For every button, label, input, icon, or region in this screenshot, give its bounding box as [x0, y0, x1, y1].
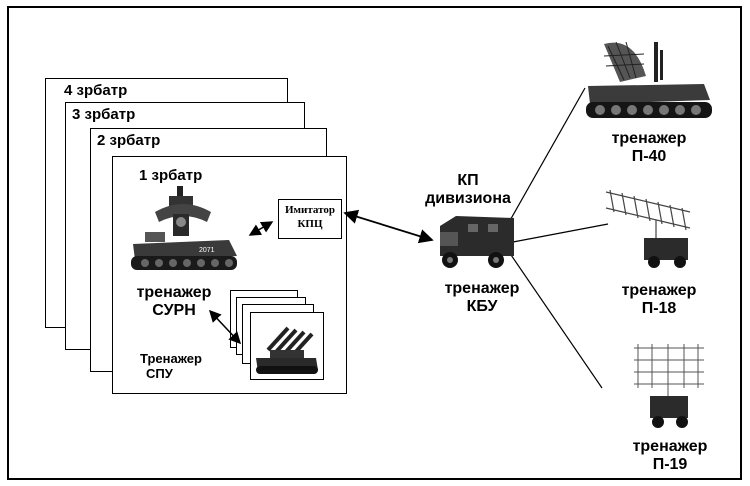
p18-label: тренажер П-18 — [607, 282, 711, 319]
p19-label: тренажер П-19 — [618, 438, 722, 475]
kbu-label-line1: тренажер — [444, 280, 520, 297]
arrow-surn-imitator — [248, 221, 274, 236]
battery-4-label: 4 зрбатр — [64, 82, 128, 99]
imitator-line2: КПЦ — [297, 217, 323, 230]
arrow-imitator-kp — [343, 209, 434, 244]
p18-radar-picture — [605, 189, 691, 268]
surn-vehicle-picture: 2071 — [131, 186, 237, 270]
kbu-label-line2: КБУ — [466, 298, 498, 316]
p19-label-line1: тренажер — [632, 438, 708, 455]
p40-label: тренажер П-40 — [597, 130, 701, 167]
surn-label-line1: тренажер — [136, 284, 212, 301]
p40-radar-picture — [586, 41, 712, 118]
battery-1-label: 1 зрбатр — [139, 167, 203, 184]
link-kp-p19 — [508, 251, 603, 389]
p19-radar-picture — [634, 344, 704, 428]
battery-3-label: 3 зрбатр — [72, 106, 136, 123]
kbu-label: тренажер КБУ — [430, 280, 534, 317]
link-kp-p18 — [512, 223, 609, 243]
spu-label-line1: Тренажер — [140, 351, 202, 366]
kp-label-line2: дивизиона — [425, 190, 511, 208]
spu-label: Тренажер СПУ — [140, 351, 224, 382]
vehicle-plate: 2071 — [199, 247, 215, 254]
spu-label-line2: СПУ — [146, 365, 173, 381]
surn-label: тренажер СУРН — [122, 284, 226, 321]
kp-label-line1: КП — [457, 172, 479, 189]
spu-launcher-picture — [256, 326, 318, 374]
p18-label-line1: тренажер — [621, 282, 697, 299]
p18-label-line2: П-18 — [641, 300, 677, 318]
surn-label-line2: СУРН — [152, 302, 196, 320]
arrow-surn-spu — [208, 309, 242, 345]
kp-label: КП дивизиона — [412, 172, 524, 209]
battery-2-label: 2 зрбатр — [97, 132, 161, 149]
p40-label-line1: тренажер — [611, 130, 687, 147]
imitator-kpc-box: Имитатор КПЦ — [278, 199, 342, 239]
imitator-line1: Имитатор — [284, 204, 335, 216]
link-kp-p40 — [507, 87, 586, 225]
p19-label-line2: П-19 — [652, 456, 688, 474]
p40-label-line2: П-40 — [631, 148, 667, 166]
kp-vehicle-picture — [440, 216, 514, 268]
